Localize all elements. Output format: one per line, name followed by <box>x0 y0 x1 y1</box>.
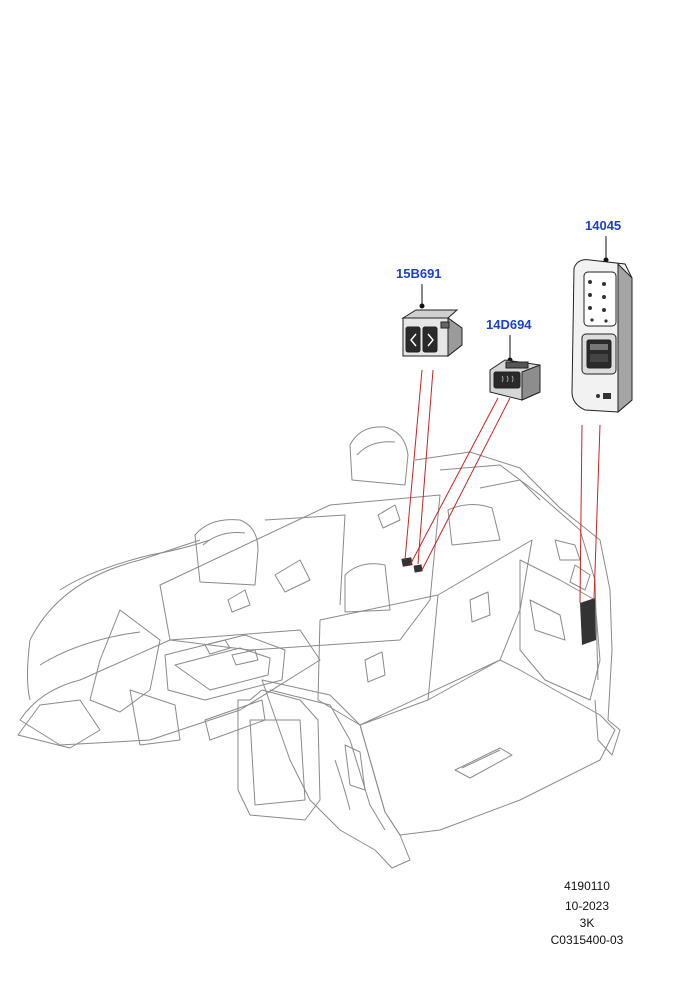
installed-switch-14D694 <box>413 564 423 573</box>
center-console <box>164 634 286 701</box>
part-label-14D694: 14D694 <box>486 317 532 332</box>
diagram-reference: C0315400-03 <box>550 933 624 947</box>
rear-trim-panel <box>414 451 621 756</box>
part-label-14045: 14045 <box>585 218 622 233</box>
part-14D694-switch <box>489 359 541 401</box>
quarter-trim-right <box>519 559 601 701</box>
part-14045-control-panel <box>571 259 633 414</box>
headrest-rear-left <box>349 426 409 486</box>
seat-back-third-row-right <box>427 539 533 701</box>
headrest-third-row-left <box>344 563 391 613</box>
installed-switch-15B691 <box>401 557 413 567</box>
part-15B691-switch <box>401 309 463 358</box>
leader-lines <box>404 369 601 604</box>
rear-sill-trim <box>261 679 411 869</box>
load-floor <box>359 659 616 836</box>
diagram-date: 10-2023 <box>564 899 610 913</box>
rear-panel <box>237 689 321 821</box>
load-floor-handle <box>454 747 513 779</box>
seat-cushion-left <box>19 629 321 746</box>
diagram-number: 4190110 <box>564 879 610 893</box>
diagram-code: 3K <box>579 916 595 930</box>
headrest-second-row <box>194 519 259 586</box>
seat-back-second-row <box>159 494 441 651</box>
seat-back-third-row-left <box>317 594 439 726</box>
headrest-third-row-right <box>447 504 501 546</box>
installed-panel-14045 <box>580 598 596 645</box>
vehicle-interior-illustration <box>17 426 621 869</box>
installed-switch-locations <box>401 557 596 645</box>
part-label-15B691: 15B691 <box>396 266 442 281</box>
